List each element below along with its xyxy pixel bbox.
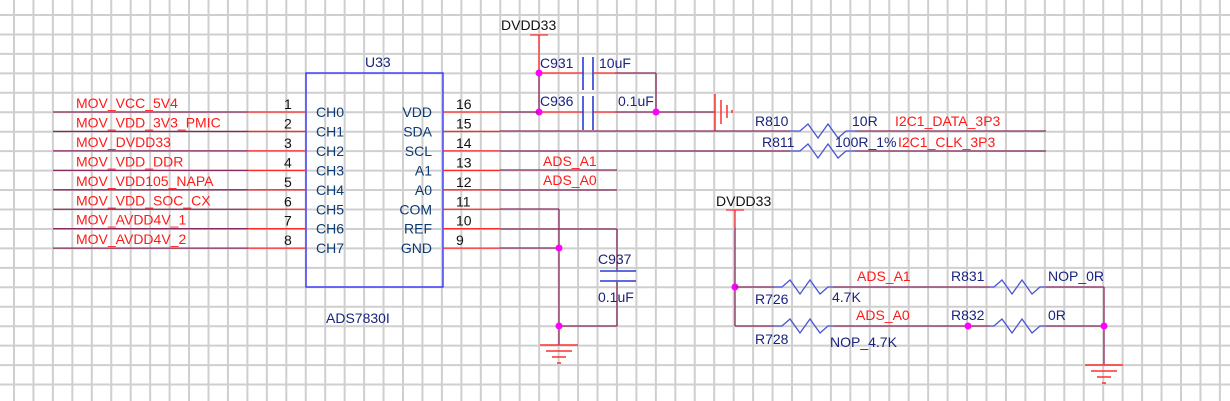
pin-name: VDD (402, 104, 432, 120)
r832-ref: R832 (951, 307, 985, 323)
pin-number: 1 (284, 96, 292, 112)
r726-resistor (774, 278, 833, 296)
r810-ref: R810 (755, 113, 789, 129)
net-ads-a0-strap: ADS_A0 (856, 307, 910, 323)
net-ads-a0-u33: ADS_A0 (543, 172, 597, 188)
pin-number: 4 (284, 154, 292, 170)
ground-icon (1085, 364, 1123, 384)
net-label: MOV_VDD_DDR (76, 153, 183, 169)
ref-decoupling-group: C937 0.1uF (500, 208, 636, 364)
u33-part: ADS7830I (326, 310, 390, 326)
net-i2c-data: I2C1_DATA_3P3 (895, 113, 1001, 129)
net-label: MOV_VDD_SOC_CX (76, 192, 211, 208)
net-i2c-clk: I2C1_CLK_3P3 (898, 134, 996, 150)
net-ads-a1-strap: ADS_A1 (857, 268, 911, 284)
net-label: MOV_AVDD4V_2 (76, 231, 186, 247)
pin-number: 5 (284, 174, 292, 190)
r728-value: NOP_4.7K (830, 334, 898, 350)
pin-number: 7 (284, 213, 292, 229)
pin-number: 15 (456, 115, 472, 131)
junction-dot (555, 322, 563, 330)
pin-number: 3 (284, 135, 292, 151)
pin-name: CH0 (316, 104, 344, 120)
r810-resistor (790, 122, 855, 140)
pin-name: CH2 (316, 143, 344, 159)
c937-ref: C937 (598, 251, 632, 267)
pin-number: 16 (456, 96, 472, 112)
junction-dot (535, 69, 543, 77)
junction-dot (964, 322, 972, 330)
i2c-group: R810 10R R811 100R_1% I2C1_DATA_3P3 I2C1… (500, 113, 1046, 160)
pin-name: A0 (415, 182, 432, 198)
pin-name: SDA (403, 123, 432, 139)
r728-resistor (774, 317, 833, 335)
pin-number: 10 (456, 213, 472, 229)
c937-value: 0.1uF (598, 289, 634, 305)
pin-number: 12 (456, 174, 472, 190)
power-label-dvdd33-top: DVDD33 (501, 17, 556, 33)
pin-name: CH1 (316, 123, 344, 139)
pin-name: CH3 (316, 162, 344, 178)
c936-ref: C936 (540, 93, 574, 109)
power-label-dvdd33-right: DVDD33 (716, 193, 771, 209)
pin-number: 6 (284, 193, 292, 209)
pin-number: 8 (284, 232, 292, 248)
junction-dot (652, 108, 660, 116)
pin-number: 13 (456, 154, 472, 170)
pin-name: CH5 (316, 201, 344, 217)
pin-number: 11 (456, 193, 471, 209)
pin-name: REF (404, 221, 432, 237)
pin-name: COM (399, 201, 432, 217)
r811-ref: R811 (762, 134, 795, 150)
c936-value: 0.1uF (618, 93, 654, 109)
r831-ref: R831 (951, 268, 985, 284)
pin-name: CH4 (316, 182, 344, 198)
net-ads-a1-u33: ADS_A1 (543, 153, 597, 169)
pin-number: 2 (284, 115, 292, 131)
junction-dot (1100, 322, 1108, 330)
r832-resistor (989, 317, 1046, 335)
ground-icon (540, 344, 578, 364)
r831-value: NOP_0R (1048, 268, 1104, 284)
pin-number: 14 (456, 135, 472, 151)
junction-dot (555, 244, 563, 252)
net-label: MOV_AVDD4V_1 (76, 212, 186, 228)
r728-ref: R728 (755, 331, 789, 347)
r726-ref: R726 (755, 291, 789, 307)
r832-value: 0R (1048, 307, 1066, 323)
r726-value: 4.7K (832, 289, 861, 305)
r811-value: 100R_1% (835, 134, 897, 150)
u33-ref: U33 (365, 54, 391, 70)
u33-body[interactable] (305, 72, 444, 288)
net-label: MOV_VCC_5V4 (76, 95, 178, 111)
address-strap-group: DVDD33 R726 4.7K R728 NOP_4.7K R831 NOP_… (716, 193, 1123, 384)
r831-resistor (989, 278, 1046, 296)
net-label: MOV_VDD_3V3_PMIC (76, 114, 221, 130)
pin-name: A1 (415, 162, 432, 178)
net-label: MOV_DVDD33 (76, 134, 171, 150)
c931-ref: C931 (540, 55, 574, 71)
pin-name: CH6 (316, 221, 344, 237)
pin-name: CH7 (316, 240, 344, 256)
r811-resistor (790, 142, 855, 160)
ground-icon (714, 94, 733, 131)
r810-value: 10R (852, 113, 878, 129)
dvdd33-top-group: DVDD33 C931 10uF C936 0.1uF (501, 17, 733, 131)
pin-name: SCL (405, 143, 432, 159)
pin-number: 9 (456, 232, 464, 248)
net-label: MOV_VDD105_NAPA (76, 173, 214, 189)
c931-value: 10uF (599, 55, 631, 71)
pin-name: GND (401, 240, 432, 256)
